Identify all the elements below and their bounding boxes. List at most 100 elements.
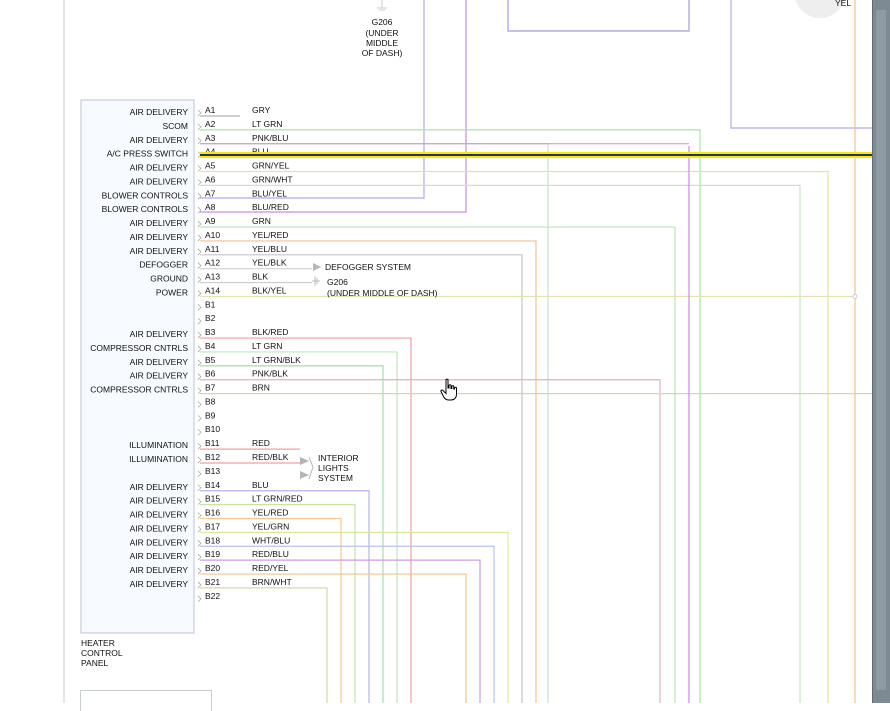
wire[interactable] bbox=[200, 587, 328, 703]
pin-function-label: AIR DELIVERY bbox=[130, 232, 189, 242]
component-label-line: HEATER bbox=[81, 638, 115, 648]
defogger-system-label: DEFOGGER SYSTEM bbox=[325, 262, 411, 272]
wire-color-label: RED/BLU bbox=[252, 549, 289, 559]
splice-point bbox=[852, 293, 858, 299]
pin-id-label: B5 bbox=[205, 355, 216, 365]
pin-terminal bbox=[197, 387, 202, 394]
wire[interactable] bbox=[200, 490, 370, 703]
wire[interactable] bbox=[200, 365, 384, 703]
pin-id-label: B16 bbox=[205, 508, 220, 518]
pin-terminal bbox=[197, 401, 202, 408]
pin-terminal bbox=[197, 553, 202, 561]
pin-id-label: A6 bbox=[205, 174, 216, 184]
pin-terminal bbox=[197, 206, 202, 214]
pin-id-label: A1 bbox=[205, 105, 216, 115]
pin-terminal bbox=[197, 165, 202, 172]
wire[interactable] bbox=[200, 143, 549, 703]
pin-terminal bbox=[197, 498, 202, 505]
wire-color-label: YEL/BLU bbox=[252, 244, 287, 254]
scrollbar-thumb[interactable] bbox=[876, 10, 886, 690]
pin-function-label: AIR DELIVERY bbox=[130, 163, 189, 173]
pin-id-label: B21 bbox=[205, 577, 220, 587]
wire[interactable] bbox=[200, 184, 801, 703]
wire-color-label: YEL/RED bbox=[252, 508, 288, 518]
wire-group bbox=[200, 115, 872, 703]
pin-function-label: COMPRESSOR CNTRLS bbox=[90, 343, 188, 353]
wire[interactable] bbox=[200, 517, 342, 703]
wire-color-label: BLU bbox=[252, 147, 269, 157]
top-ground-symbol bbox=[377, 0, 387, 11]
top-ground-line: OF DASH) bbox=[362, 48, 403, 58]
wire-color-label: BLU/RED bbox=[252, 202, 289, 212]
pin-id-label: B17 bbox=[205, 521, 220, 531]
wire-color-label: LT GRN bbox=[252, 341, 282, 351]
pin-id-label: B2 bbox=[205, 313, 216, 323]
pin-id-label: B18 bbox=[205, 535, 220, 545]
top-right-wire-label: YEL bbox=[835, 0, 851, 8]
pin-function-label: AIR DELIVERY bbox=[130, 107, 189, 117]
wire[interactable] bbox=[200, 254, 523, 703]
wire[interactable] bbox=[200, 531, 509, 703]
wire[interactable] bbox=[200, 351, 398, 703]
pin-terminal bbox=[197, 373, 202, 381]
pin-terminal bbox=[197, 428, 202, 436]
wire[interactable] bbox=[200, 240, 537, 703]
wire[interactable] bbox=[200, 559, 481, 703]
pin-function-label: AIR DELIVERY bbox=[130, 371, 189, 381]
top-ground-line: (UNDER bbox=[365, 28, 398, 38]
wire-color-label: LT GRN/BLK bbox=[252, 355, 301, 365]
wire-color-label: LT GRN bbox=[252, 119, 282, 129]
ground-g206-code: G206 bbox=[327, 277, 348, 287]
pin-terminal bbox=[197, 317, 202, 325]
wire[interactable] bbox=[200, 545, 495, 703]
pin-function-label: AIR DELIVERY bbox=[130, 218, 189, 228]
pin-id-label: A13 bbox=[205, 272, 220, 282]
next-component-box bbox=[80, 690, 212, 711]
pin-terminal bbox=[197, 470, 202, 478]
interior-lights-line: LIGHTS bbox=[318, 463, 349, 473]
pin-terminal bbox=[197, 567, 202, 575]
wire[interactable] bbox=[200, 379, 661, 703]
pin-id-label: B20 bbox=[205, 563, 220, 573]
wire-color-label: YEL/RED bbox=[252, 230, 288, 240]
pin-function-label: AIR DELIVERY bbox=[130, 496, 189, 506]
wire-color-label: GRN bbox=[252, 216, 271, 226]
pin-terminal bbox=[197, 192, 202, 200]
pin-id-label: A7 bbox=[205, 188, 216, 198]
wire-color-label: YEL/BLK bbox=[252, 258, 287, 268]
pin-terminal bbox=[197, 345, 202, 353]
pin-terminal bbox=[197, 359, 202, 367]
pin-id-label: B12 bbox=[205, 452, 220, 462]
ground-g206-description: (UNDER MIDDLE OF DASH) bbox=[327, 288, 438, 298]
pin-terminal bbox=[197, 539, 202, 547]
wire[interactable] bbox=[200, 226, 676, 703]
wire-color-label: WHT/BLU bbox=[252, 535, 290, 545]
pin-function-label: AIR DELIVERY bbox=[130, 523, 189, 533]
top-component-box bbox=[507, 0, 690, 32]
wire-color-label: LT GRN/RED bbox=[252, 494, 303, 504]
pin-id-label: A11 bbox=[205, 244, 220, 254]
pin-function-label: AIR DELIVERY bbox=[130, 357, 189, 367]
wire[interactable] bbox=[200, 573, 467, 703]
pin-id-label: B4 bbox=[205, 341, 216, 351]
pin-function-label: COMPRESSOR CNTRLS bbox=[90, 385, 188, 395]
pin-function-label: AIR DELIVERY bbox=[130, 510, 189, 520]
pin-terminal bbox=[197, 526, 202, 533]
wire-color-label: GRN/WHT bbox=[252, 174, 293, 184]
pin-terminal bbox=[197, 304, 202, 311]
wire[interactable] bbox=[200, 170, 829, 703]
pin-id-label: A12 bbox=[205, 258, 220, 268]
interior-lights-connector-arrows bbox=[300, 456, 314, 480]
wire[interactable] bbox=[200, 504, 356, 703]
wire[interactable] bbox=[200, 337, 412, 703]
wire[interactable] bbox=[200, 129, 701, 703]
pin-terminal bbox=[197, 595, 202, 603]
wire-color-label: RED bbox=[252, 438, 270, 448]
wire-color-label: YEL/GRN bbox=[252, 521, 289, 531]
pin-function-label: AIR DELIVERY bbox=[130, 329, 189, 339]
pin-function-label: A/C PRESS SWITCH bbox=[107, 149, 188, 159]
